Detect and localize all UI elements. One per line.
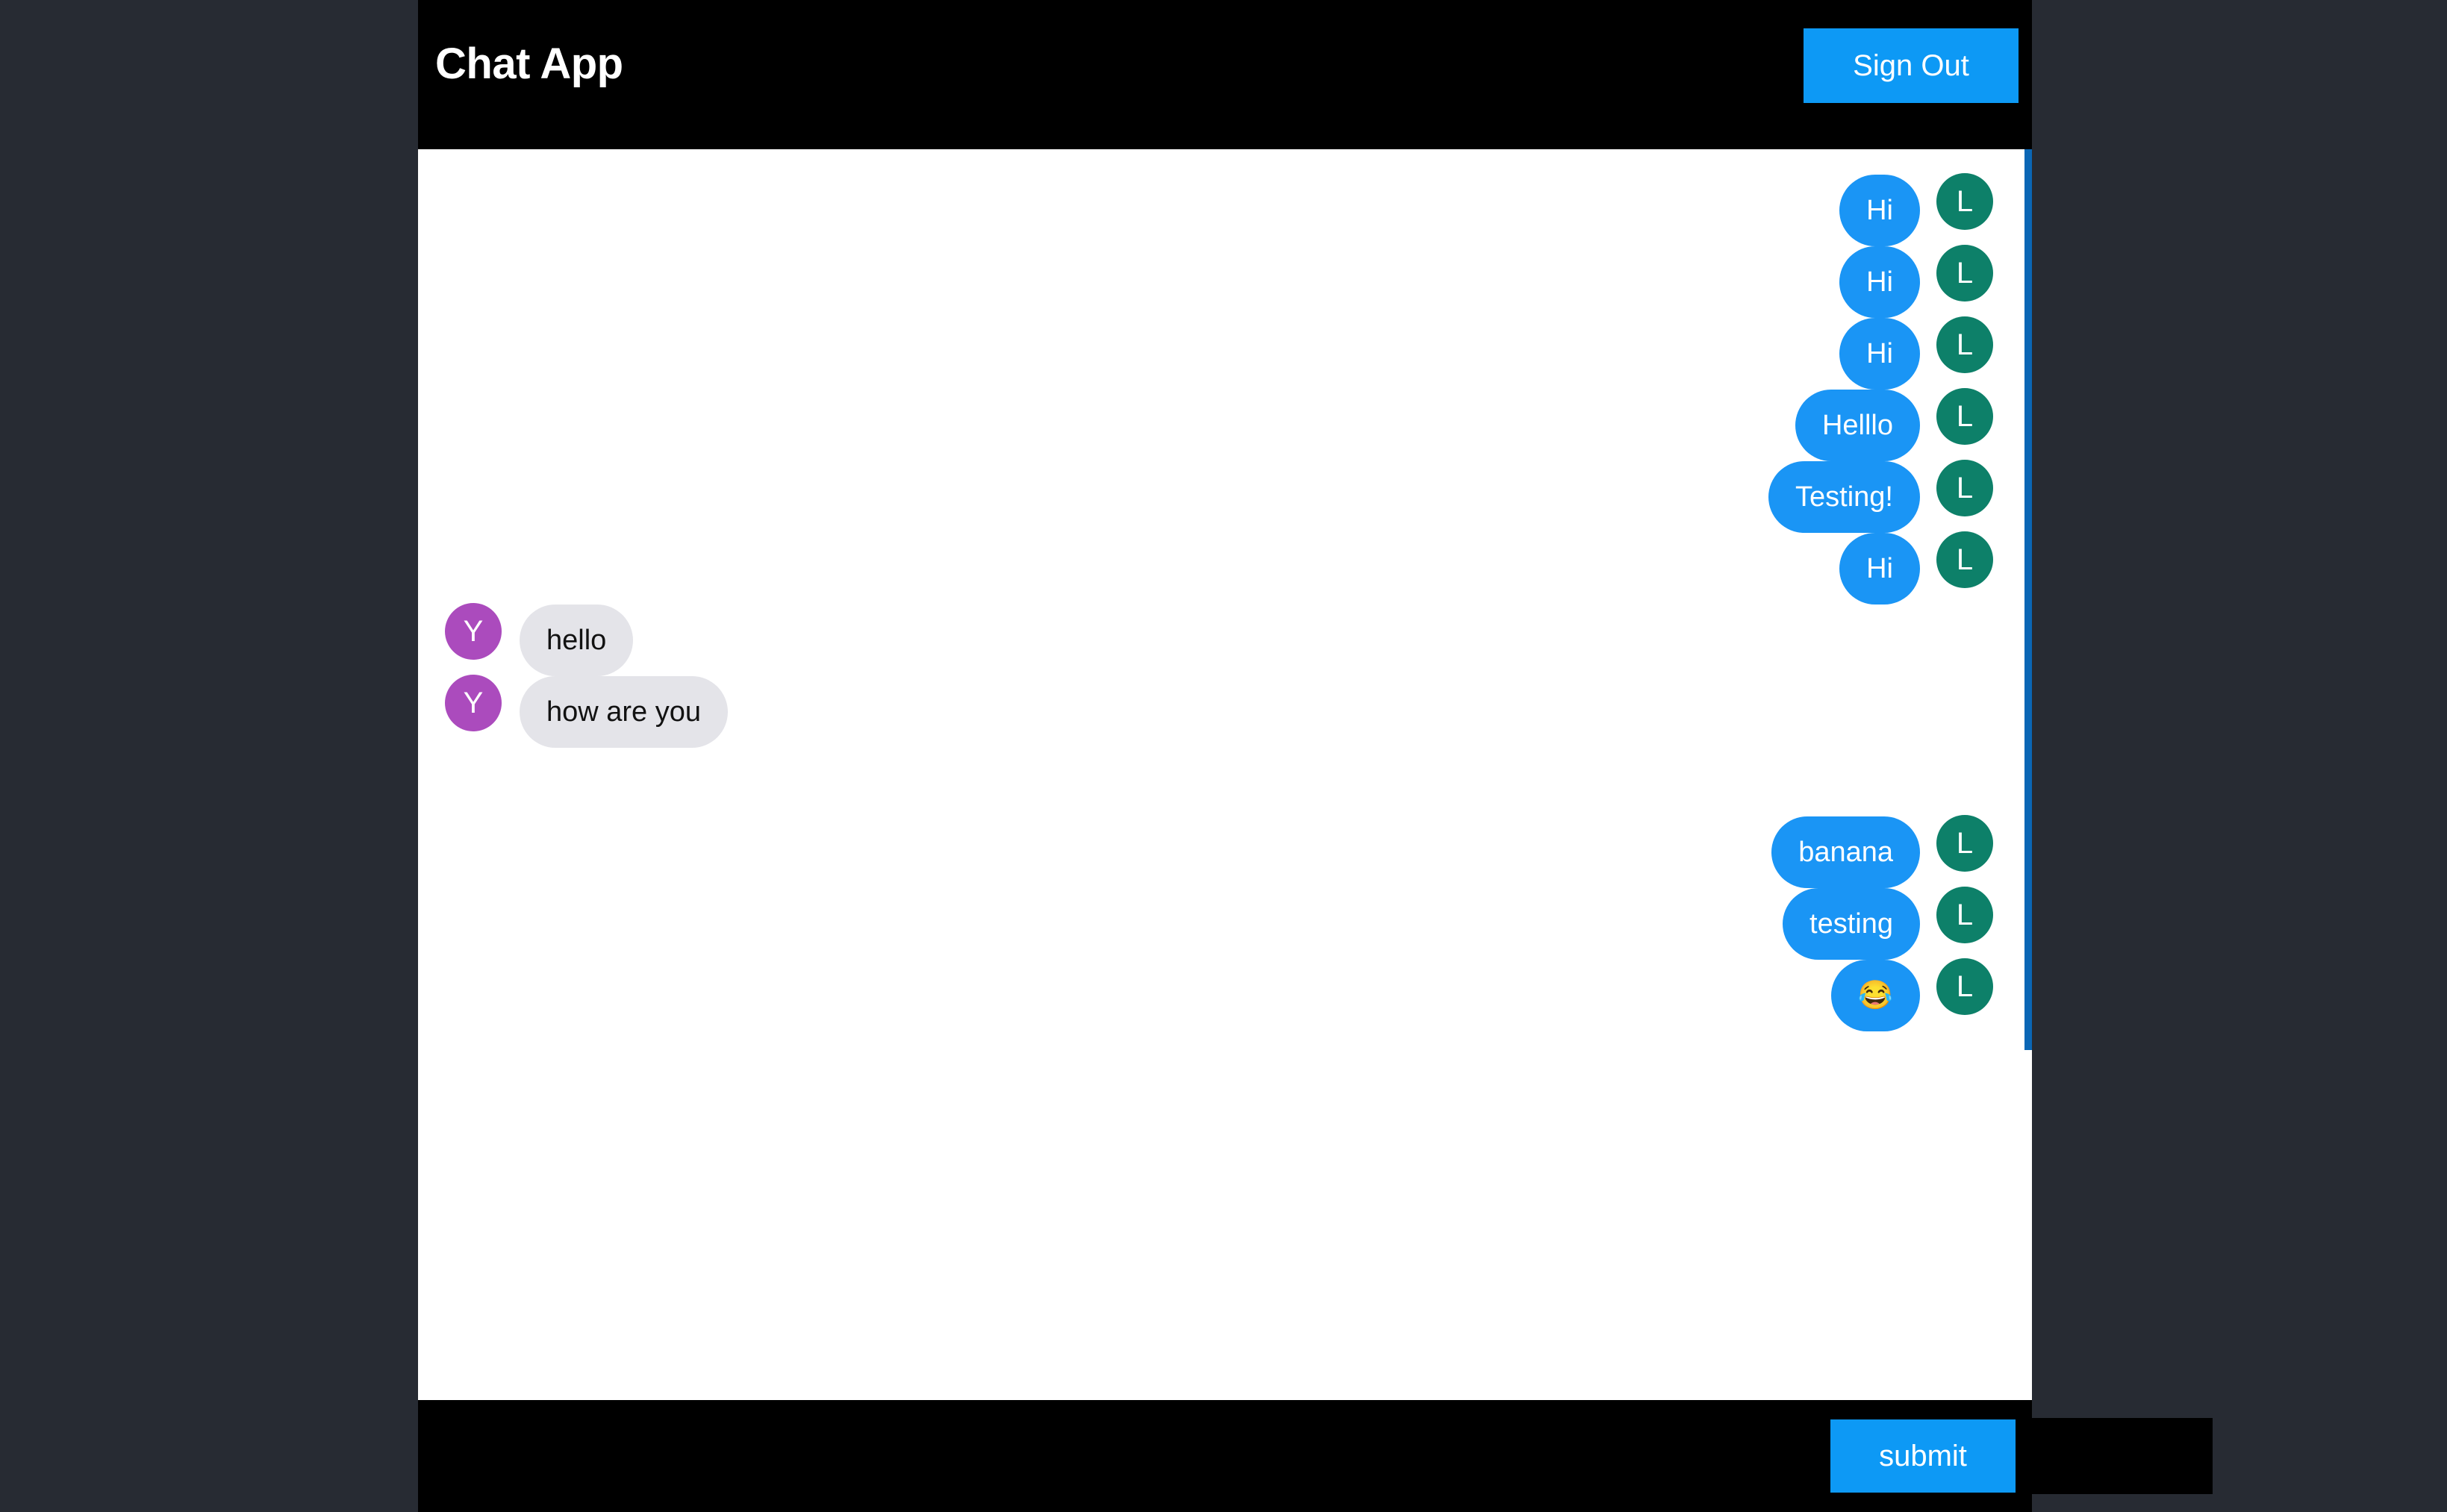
avatar: L: [1936, 460, 1993, 516]
message-bubble: testing: [1783, 888, 1920, 960]
message-bubble: 😂: [1830, 960, 1920, 1031]
message-row: L😂: [418, 958, 2024, 1031]
message-bubble: Testing!: [1768, 461, 1920, 533]
message-bubble: how are you: [520, 676, 729, 748]
message-bubble: Hi: [1839, 175, 1920, 246]
message-group-spacer: [418, 748, 2024, 816]
submit-button[interactable]: submit: [1830, 1419, 2016, 1493]
avatar: L: [1936, 531, 1993, 588]
message-row: L Hi: [418, 316, 2024, 390]
page-title: Chat App: [435, 40, 623, 88]
message-bubble: banana: [1771, 816, 1920, 888]
message-row: L Hi: [418, 531, 2024, 605]
scrollbar-thumb[interactable]: [2024, 149, 2032, 1050]
avatar: L: [1936, 958, 1993, 1015]
avatar: L: [1936, 245, 1993, 302]
message-row: L Helllo: [418, 388, 2024, 461]
avatar: L: [1936, 388, 1993, 445]
sign-out-button[interactable]: Sign Out: [1804, 28, 2019, 103]
message-row: L Testing!: [418, 460, 2024, 533]
message-row: L Hi: [418, 173, 2024, 246]
avatar: L: [1936, 815, 1993, 872]
avatar: Y: [445, 675, 502, 731]
message-row: L Hi: [418, 245, 2024, 318]
message-bubble: hello: [520, 605, 634, 676]
composer-bar: submit: [418, 1400, 2213, 1512]
avatar: L: [1936, 173, 1993, 230]
message-bubble: Hi: [1839, 318, 1920, 390]
message-bubble: Helllo: [1795, 390, 1920, 461]
avatar: Y: [445, 603, 502, 660]
app-header: Chat App Sign Out: [418, 0, 2032, 149]
message-bubble: Hi: [1839, 246, 1920, 318]
avatar: L: [1936, 887, 1993, 943]
avatar: L: [1936, 316, 1993, 373]
scrollbar-track[interactable]: [2024, 149, 2032, 1400]
message-bubble: Hi: [1839, 533, 1920, 605]
